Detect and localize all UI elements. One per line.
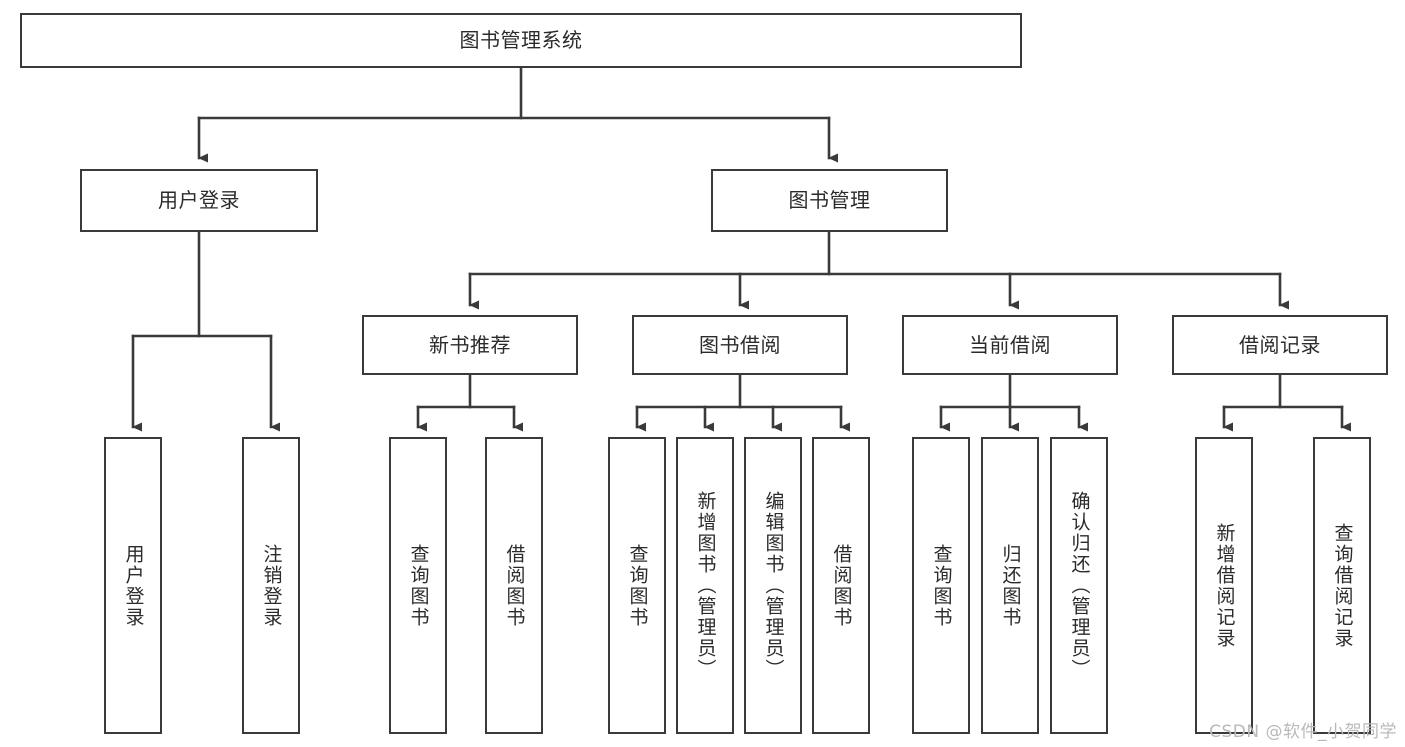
leaf-confirm-return[interactable]: 确认归还（管理员） <box>1050 437 1108 734</box>
leaf-add-record-label: 新增借阅记录 <box>1213 522 1236 649</box>
leaf-user-login-label: 用户登录 <box>122 543 145 628</box>
leaf-borrow-book-1-label: 借阅图书 <box>503 543 526 628</box>
leaf-add-book-label: 新增图书（管理员） <box>694 491 717 680</box>
leaf-confirm-return-label: 确认归还（管理员） <box>1068 491 1091 680</box>
leaf-query-record[interactable]: 查询借阅记录 <box>1313 437 1371 734</box>
leaf-query-book-3-label: 查询图书 <box>930 543 953 628</box>
leaf-borrow-book-1[interactable]: 借阅图书 <box>485 437 543 734</box>
leaf-return-book-label: 归还图书 <box>999 543 1022 628</box>
leaf-edit-book[interactable]: 编辑图书（管理员） <box>744 437 802 734</box>
node-new-book-recommend-label: 新书推荐 <box>429 332 511 357</box>
leaf-query-book-2-label: 查询图书 <box>626 543 649 628</box>
node-book-manage-label: 图书管理 <box>788 188 871 212</box>
leaf-borrow-book-2[interactable]: 借阅图书 <box>812 437 870 734</box>
node-book-borrow-label: 图书借阅 <box>699 332 781 357</box>
leaf-edit-book-label: 编辑图书（管理员） <box>762 491 785 680</box>
leaf-query-book-2[interactable]: 查询图书 <box>608 437 666 734</box>
leaf-query-book-3[interactable]: 查询图书 <box>912 437 970 734</box>
leaf-borrow-book-2-label: 借阅图书 <box>830 543 853 628</box>
leaf-add-book[interactable]: 新增图书（管理员） <box>676 437 734 734</box>
leaf-query-record-label: 查询借阅记录 <box>1331 522 1354 649</box>
leaf-logout-login-label: 注销登录 <box>260 543 283 628</box>
node-new-book-recommend[interactable]: 新书推荐 <box>362 315 578 375</box>
node-borrow-record-label: 借阅记录 <box>1239 332 1321 357</box>
node-book-manage[interactable]: 图书管理 <box>711 169 948 232</box>
leaf-return-book[interactable]: 归还图书 <box>981 437 1039 734</box>
node-root-label: 图书管理系统 <box>459 28 583 52</box>
leaf-query-book-1[interactable]: 查询图书 <box>389 437 447 734</box>
node-user-login[interactable]: 用户登录 <box>80 169 318 232</box>
leaf-user-login[interactable]: 用户登录 <box>104 437 162 734</box>
node-current-borrow-label: 当前借阅 <box>969 332 1051 357</box>
node-root[interactable]: 图书管理系统 <box>20 13 1022 68</box>
leaf-query-book-1-label: 查询图书 <box>407 543 430 628</box>
node-book-borrow[interactable]: 图书借阅 <box>632 315 848 375</box>
leaf-logout-login[interactable]: 注销登录 <box>242 437 300 734</box>
leaf-add-record[interactable]: 新增借阅记录 <box>1195 437 1253 734</box>
watermark: CSDN @软件_小贺同学 <box>1209 722 1397 742</box>
node-user-login-label: 用户登录 <box>158 188 240 212</box>
node-current-borrow[interactable]: 当前借阅 <box>902 315 1118 375</box>
node-borrow-record[interactable]: 借阅记录 <box>1172 315 1388 375</box>
